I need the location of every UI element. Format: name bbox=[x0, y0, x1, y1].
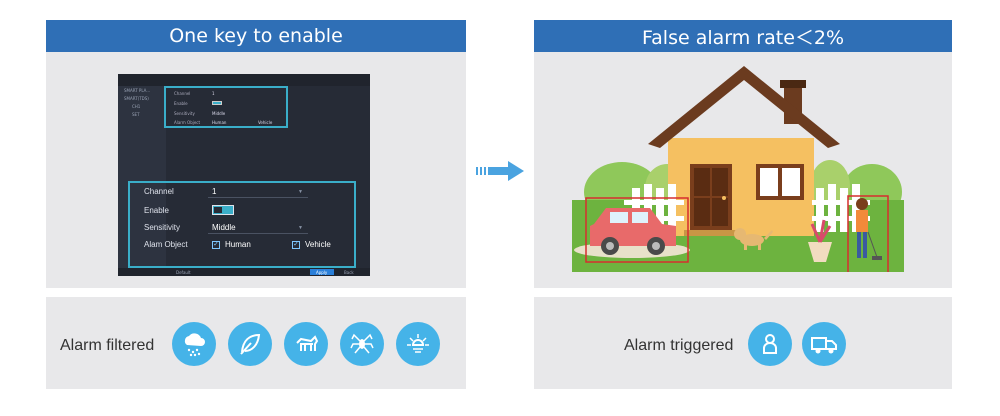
apply-label: Apply bbox=[316, 270, 328, 275]
mini-enable-toggle[interactable] bbox=[212, 101, 222, 105]
mini-object-label: Alarm Object bbox=[174, 120, 201, 125]
alarm-filtered-panel: Alarm filtered bbox=[46, 297, 466, 389]
alarm-filtered-label: Alarm filtered bbox=[60, 337, 155, 354]
truck-icon bbox=[802, 322, 846, 366]
enable-panel-title: One key to enable bbox=[46, 20, 466, 52]
sensitivity-select[interactable]: Middle bbox=[212, 223, 236, 232]
default-button[interactable]: Default bbox=[176, 270, 191, 275]
apply-button[interactable]: Apply bbox=[310, 269, 334, 275]
mini-human-option[interactable]: Human bbox=[212, 120, 227, 125]
mini-vehicle-option[interactable]: Vehicle bbox=[258, 120, 273, 125]
sidebar-item[interactable]: SMART PLA... bbox=[124, 88, 151, 93]
vehicle-detection-box bbox=[585, 197, 689, 263]
step bbox=[684, 230, 738, 236]
settings-screenshot: SMART PLA... SMART(TDS) CH1 SET Channel … bbox=[118, 74, 370, 276]
house-scene-illustration bbox=[572, 66, 904, 272]
dog-icon bbox=[284, 322, 328, 366]
car bbox=[590, 208, 676, 255]
roof bbox=[648, 66, 840, 148]
spider-icon bbox=[340, 322, 384, 366]
person-icon bbox=[748, 322, 792, 366]
human-checkbox[interactable]: ✓ bbox=[212, 241, 220, 249]
screen-footer bbox=[118, 268, 370, 276]
mini-highlight-box bbox=[164, 86, 288, 128]
mini-channel-label: Channel bbox=[174, 91, 191, 96]
plant bbox=[808, 219, 832, 262]
enable-panel: One key to enable SMART PLA... SMART(TDS… bbox=[46, 20, 466, 288]
human-label: Human bbox=[225, 240, 251, 249]
sidebar-item[interactable]: SMART(TDS) bbox=[124, 96, 149, 101]
rain-cloud-icon bbox=[172, 322, 216, 366]
divider bbox=[208, 233, 308, 234]
chimney-cap bbox=[780, 80, 806, 88]
alarm-triggered-panel: Alarm triggered bbox=[534, 297, 952, 389]
enable-toggle[interactable] bbox=[212, 205, 234, 215]
alarm-triggered-label: Alarm triggered bbox=[624, 337, 734, 354]
enable-label: Enable bbox=[144, 206, 169, 215]
sidebar-item[interactable]: SET bbox=[132, 112, 140, 117]
mini-channel-value[interactable]: 1 bbox=[212, 91, 215, 96]
mini-enable-label: Enable bbox=[174, 101, 188, 106]
arrow-right-icon bbox=[476, 161, 524, 181]
false-alarm-panel: False alarm rate＜2% bbox=[534, 20, 952, 288]
dog bbox=[734, 228, 773, 250]
person bbox=[856, 198, 882, 261]
channel-label: Channel bbox=[144, 187, 174, 196]
back-button[interactable]: Back bbox=[344, 270, 354, 275]
mini-sensitivity-value[interactable]: Middle bbox=[212, 111, 226, 116]
vehicle-checkbox[interactable]: ✓ bbox=[292, 241, 300, 249]
screen-topbar bbox=[118, 74, 370, 86]
vehicle-label: Vehicle bbox=[305, 240, 331, 249]
chevron-down-icon: ▼ bbox=[298, 189, 303, 195]
alarm-object-label: Alam Object bbox=[144, 240, 188, 249]
fence-right bbox=[812, 184, 870, 232]
false-alarm-title: False alarm rate＜2% bbox=[534, 20, 952, 52]
human-detection-box bbox=[847, 195, 889, 272]
sidebar-item[interactable]: CH1 bbox=[132, 104, 141, 109]
chevron-down-icon: ▼ bbox=[298, 225, 303, 231]
channel-select[interactable]: 1 bbox=[212, 187, 217, 196]
light-icon bbox=[396, 322, 440, 366]
divider bbox=[208, 197, 308, 198]
leaf-icon bbox=[228, 322, 272, 366]
mini-sensitivity-label: Sensitivity bbox=[174, 111, 195, 116]
sensitivity-label: Sensitivity bbox=[144, 223, 181, 232]
zoomed-settings-box bbox=[128, 181, 356, 268]
